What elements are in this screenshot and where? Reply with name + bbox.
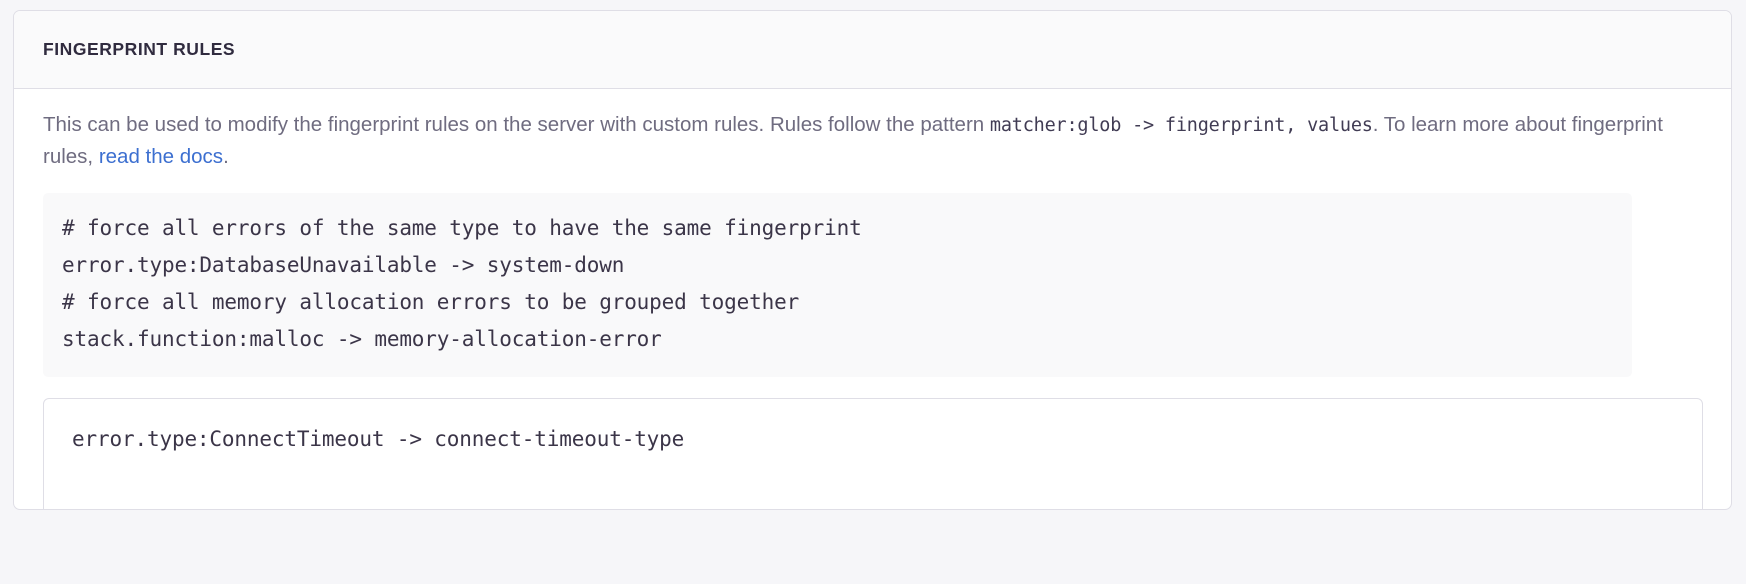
description-part-3: . [223,145,229,168]
description-part-1: This can be used to modify the fingerpri… [43,113,990,136]
fingerprint-rules-panel: FINGERPRINT RULES This can be used to mo… [13,10,1732,510]
panel-body: This can be used to modify the fingerpri… [14,89,1731,509]
inline-code-pattern: matcher:glob -> fingerprint, values [989,115,1373,136]
fingerprint-rules-input[interactable] [43,398,1703,509]
read-the-docs-link[interactable]: read the docs [98,145,224,168]
example-code-block: # force all errors of the same type to h… [43,193,1632,377]
description-part-2: . To learn more about fingerprint rules, [43,113,1663,168]
page-title: FINGERPRINT RULES [43,38,236,59]
panel-header: FINGERPRINT RULES [14,11,1731,89]
description-text: This can be used to modify the fingerpri… [43,109,1693,172]
